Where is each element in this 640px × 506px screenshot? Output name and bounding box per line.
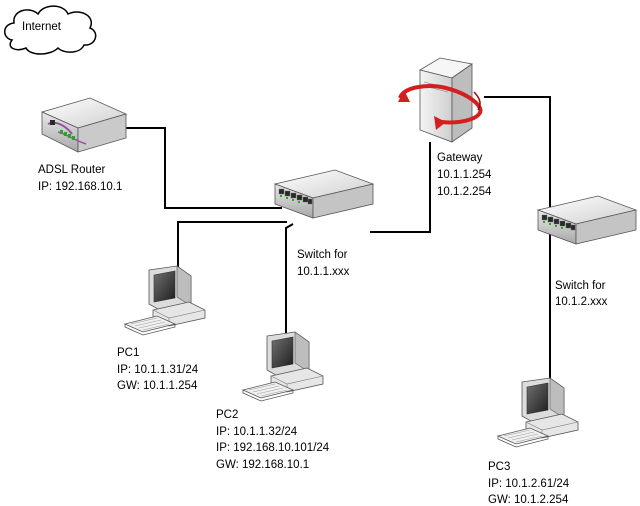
switch1-label-line1: Switch for xyxy=(297,249,348,261)
internet-label: Internet xyxy=(22,21,62,33)
gateway-server[interactable]: Gateway 10.1.1.254 10.1.2.254 xyxy=(398,57,492,198)
switch-2[interactable]: Switch for 10.1.2.xxx xyxy=(537,195,637,308)
cable-switch1-to-gateway xyxy=(370,142,431,233)
cable-router-to-switch1 xyxy=(120,127,282,209)
pc3-gw: GW: 10.1.2.254 xyxy=(488,494,569,506)
cable-pc1-to-switch1 xyxy=(177,221,287,268)
gateway-ip-2: 10.1.2.254 xyxy=(437,186,492,198)
pc1-gw: GW: 10.1.1.254 xyxy=(117,380,198,392)
switch-icon xyxy=(274,169,374,219)
computer-icon xyxy=(242,331,324,402)
server-icon xyxy=(418,57,474,143)
gateway-name: Gateway xyxy=(437,152,483,164)
router-name: ADSL Router xyxy=(38,164,105,176)
cables xyxy=(120,96,551,384)
internet-cloud[interactable]: Internet xyxy=(4,5,97,55)
switch2-label-line2: 10.1.2.xxx xyxy=(555,296,608,308)
router-ip: IP: 192.168.10.1 xyxy=(38,181,122,193)
pc2-workstation[interactable]: PC2 IP: 10.1.1.32/24 IP: 192.168.10.101/… xyxy=(216,331,330,471)
cable-pc2-to-switch1 xyxy=(285,223,294,335)
pc2-name: PC2 xyxy=(216,409,238,421)
routing-arrow-icon xyxy=(398,84,483,130)
cable-gateway-to-switch2 xyxy=(484,96,551,218)
pc2-ip-2: IP: 192.168.10.101/24 xyxy=(216,442,330,454)
switch-icon xyxy=(537,195,637,245)
pc2-gw: GW: 192.168.10.1 xyxy=(216,459,309,471)
switch1-label-line2: 10.1.1.xxx xyxy=(297,266,350,278)
pc1-workstation[interactable]: PC1 IP: 10.1.1.31/24 GW: 10.1.1.254 xyxy=(117,265,206,392)
pc3-name: PC3 xyxy=(488,461,510,473)
gateway-ip-1: 10.1.1.254 xyxy=(437,169,492,181)
pc3-ip: IP: 10.1.2.61/24 xyxy=(488,478,570,490)
pc2-ip-1: IP: 10.1.1.32/24 xyxy=(216,426,298,438)
router-icon xyxy=(40,97,128,153)
adsl-router[interactable]: ADSL Router IP: 192.168.10.1 xyxy=(38,97,128,193)
computer-icon xyxy=(497,377,579,448)
switch-1[interactable]: Switch for 10.1.1.xxx xyxy=(274,169,374,278)
switch2-label-line1: Switch for xyxy=(555,280,606,292)
computer-icon xyxy=(124,265,206,336)
pc1-name: PC1 xyxy=(117,347,139,359)
pc3-workstation[interactable]: PC3 IP: 10.1.2.61/24 GW: 10.1.2.254 xyxy=(488,377,579,506)
pc1-ip: IP: 10.1.1.31/24 xyxy=(117,364,199,376)
cloud-icon xyxy=(4,5,97,55)
